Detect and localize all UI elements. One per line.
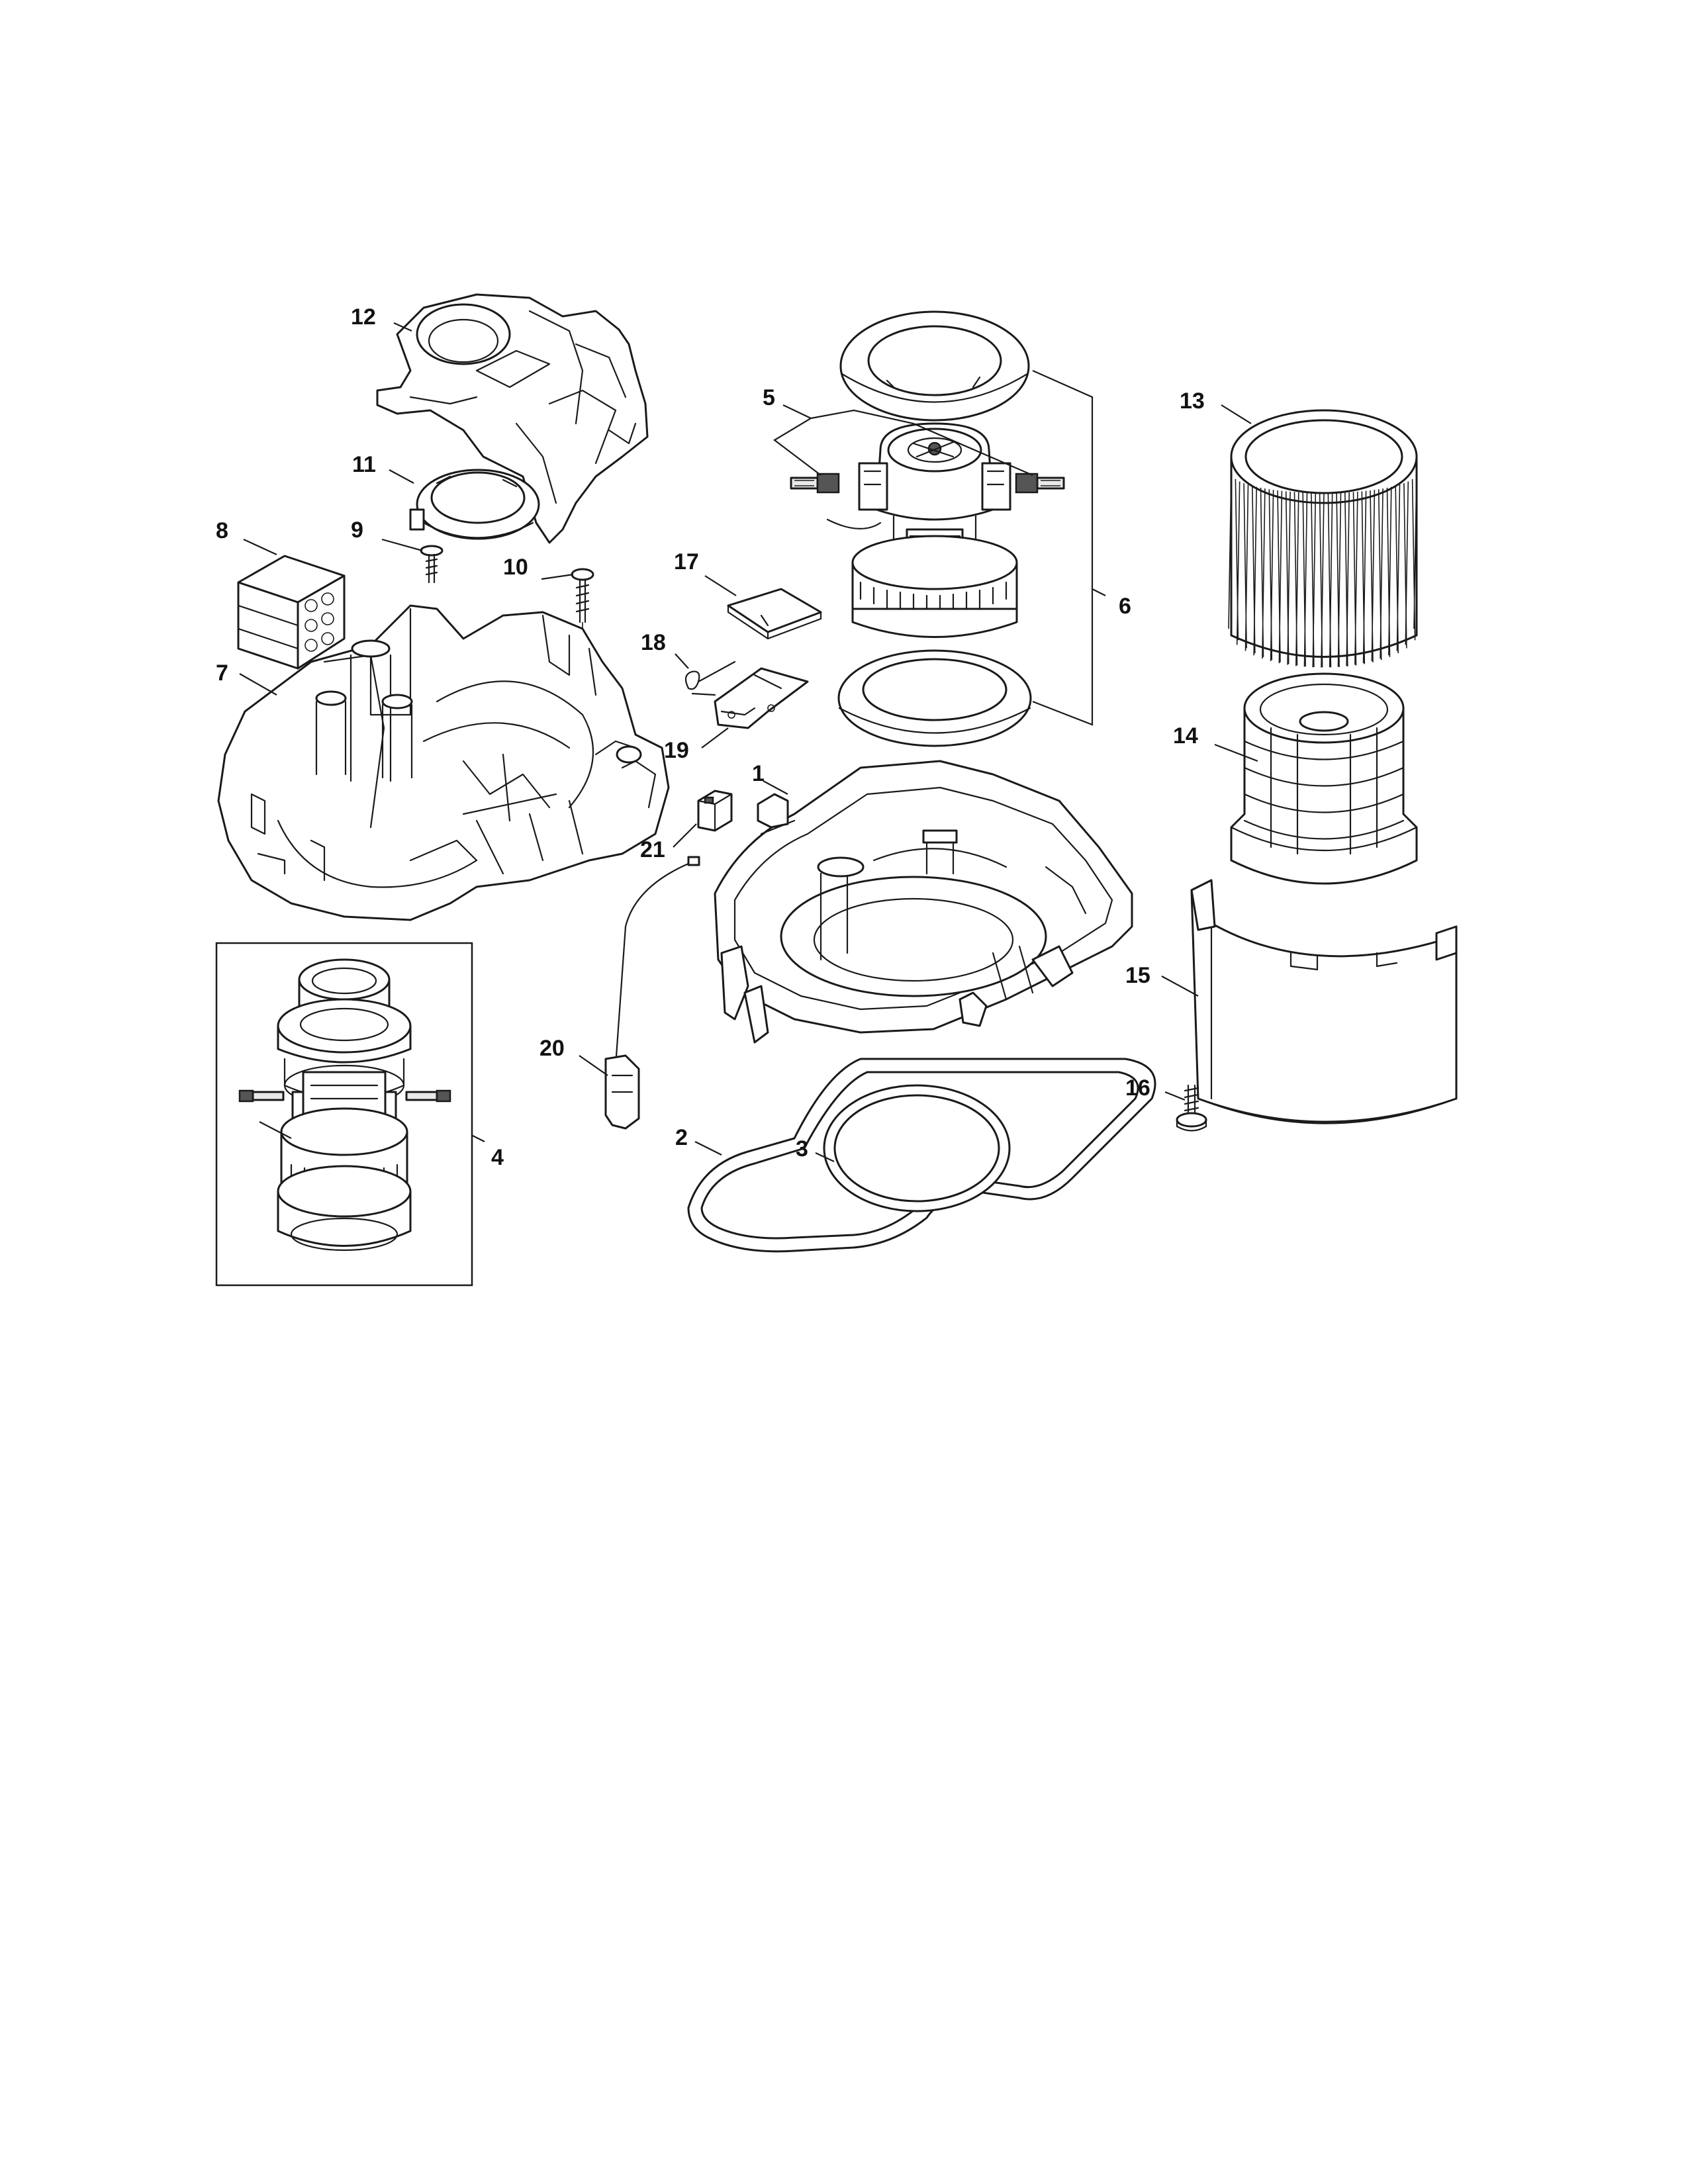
filter-pleat	[1354, 491, 1358, 665]
filter-pleat	[1329, 492, 1333, 668]
callout-14: 14	[1173, 723, 1198, 749]
part-9-screw	[420, 545, 444, 584]
callout-6: 6	[1119, 594, 1131, 619]
leader-2	[694, 1141, 722, 1156]
callout-5: 5	[763, 385, 775, 410]
leader-4-inner	[259, 1121, 292, 1139]
filter-pleat	[1380, 488, 1383, 659]
filter-pleat	[1244, 484, 1249, 651]
part-17-filter-pad	[727, 588, 822, 640]
leader-18	[675, 653, 689, 669]
leader-16	[1164, 1091, 1186, 1101]
callout-17: 17	[674, 549, 699, 574]
part-6-top-ring	[839, 310, 1030, 422]
filter-pleat	[1278, 490, 1283, 664]
callout-labels: 12 11 8 9 10 7 5 6 17 18 19 21 1 20 2 3 …	[216, 304, 1205, 1170]
callout-18: 18	[641, 630, 666, 655]
leader-lines	[239, 322, 1258, 1162]
part-3-inner-gasket	[823, 1084, 1011, 1212]
filter-pleat	[1371, 490, 1376, 662]
part-20-cord-plug	[604, 856, 700, 1130]
part-16-screw	[1176, 1084, 1207, 1132]
callout-10: 10	[503, 555, 528, 580]
part-7-lower-housing	[217, 604, 670, 921]
callout-1: 1	[752, 761, 765, 786]
leader-5	[773, 404, 1033, 477]
part-15-drum	[1190, 879, 1458, 1124]
callout-21: 21	[640, 837, 665, 862]
part-18-spring	[684, 660, 736, 696]
leader-4	[471, 1134, 485, 1142]
leader-15	[1161, 976, 1199, 997]
leader-13	[1221, 404, 1252, 424]
filter-pleat	[1388, 486, 1392, 656]
part-5-carbon-brush-right	[1015, 473, 1065, 494]
leader-21	[673, 823, 697, 848]
leader-12	[393, 322, 412, 332]
filter-pleat	[1362, 490, 1367, 664]
part-6-bottom-gasket	[837, 649, 1032, 747]
leader-11	[389, 469, 414, 484]
callout-4: 4	[491, 1145, 504, 1170]
leader-9	[381, 538, 423, 552]
filter-pleat	[1346, 492, 1350, 666]
callout-15: 15	[1125, 963, 1150, 988]
filter-pleat	[1236, 481, 1241, 645]
callout-12: 12	[351, 304, 376, 330]
callout-9: 9	[351, 518, 363, 543]
callout-19: 19	[664, 738, 689, 763]
callout-7: 7	[216, 660, 228, 686]
filter-pleat	[1396, 484, 1401, 651]
filter-pleat	[1312, 492, 1317, 668]
filter-pleat	[1303, 492, 1308, 667]
leader-20	[579, 1055, 608, 1076]
part-4-inset-frame	[215, 942, 473, 1287]
filter-pleat	[1270, 490, 1274, 662]
filter-pleat	[1337, 492, 1342, 667]
filter-pleat	[1287, 491, 1291, 665]
part-4-motor-assembly	[238, 958, 451, 1251]
filter-pleat	[1295, 492, 1299, 666]
filter-pleats	[1228, 473, 1417, 668]
filter-pleat	[1228, 473, 1232, 629]
part-14-filter-cage	[1230, 672, 1418, 885]
part-13-filter-cartridge	[1228, 409, 1418, 668]
part-21-switch	[697, 790, 733, 832]
leader-3	[815, 1152, 835, 1162]
leader-10	[541, 573, 574, 580]
callout-3: 3	[796, 1136, 808, 1161]
leader-7	[239, 673, 277, 696]
motor-assembly	[826, 422, 1018, 638]
callout-16: 16	[1125, 1075, 1150, 1101]
leader-6	[1032, 369, 1106, 726]
part-12-top-cover	[376, 293, 649, 544]
callout-8: 8	[216, 518, 228, 543]
part-19-flap	[714, 667, 809, 729]
leader-1	[763, 780, 788, 795]
callout-13: 13	[1180, 388, 1205, 414]
filter-pleat	[1321, 492, 1325, 668]
leader-14	[1214, 743, 1258, 762]
filter-pleat	[1405, 481, 1409, 645]
callout-11: 11	[352, 452, 376, 477]
filter-pleat	[1413, 473, 1417, 629]
part-1-head-base	[714, 760, 1133, 1044]
part-5-carbon-brush-left	[790, 473, 840, 494]
callout-20: 20	[539, 1036, 565, 1061]
leader-8	[243, 539, 277, 555]
filter-pleat	[1253, 486, 1257, 656]
part-8-foam-block	[237, 555, 346, 670]
callout-2: 2	[675, 1125, 688, 1150]
part-11-ring	[409, 469, 540, 540]
leader-19	[701, 727, 729, 749]
filter-pleat	[1262, 488, 1266, 659]
leader-17	[704, 575, 737, 596]
